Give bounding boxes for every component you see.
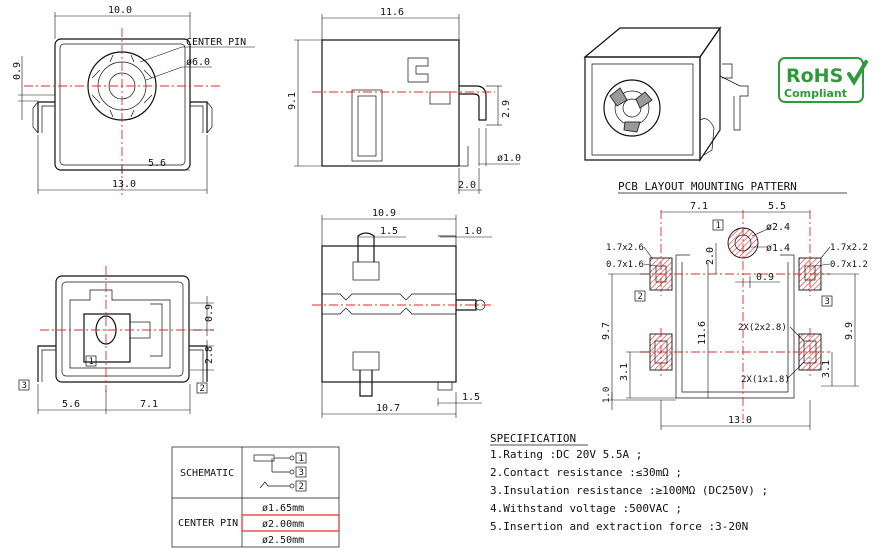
selected-option-highlight <box>241 514 340 532</box>
pcb-dim-9-7: 9.7 <box>601 322 612 340</box>
bottom-pin1: 1 <box>89 357 94 367</box>
pcb-dim-13-0: 13.0 <box>728 415 752 426</box>
top-view: 10.9 1.5 1.0 10.7 1.5 <box>312 208 492 418</box>
pcb-dim-l1: 1.7x2.6 <box>606 243 644 253</box>
pcb-dim-r2: 0.7x1.2 <box>830 260 868 270</box>
top-dim-length: 10.9 <box>372 208 396 219</box>
pcb-dim-2x-a: 2X(2x2.8) <box>738 323 787 333</box>
top-dim-base: 10.7 <box>376 403 400 414</box>
side-dim-pin-width: 2.0 <box>458 180 476 191</box>
front-dim-left: 0.9 <box>12 62 23 80</box>
schematic-pin2: 2 <box>299 482 304 492</box>
pcb-pin2: 2 <box>638 292 643 302</box>
pcb-dim-9-9: 9.9 <box>844 322 855 340</box>
spec-item-3: 3.Insulation resistance :≥100MΩ (DC250V)… <box>490 484 768 497</box>
pin-option-3: ø2.50mm <box>262 535 304 546</box>
pcb-dim-1-0: 1.0 <box>602 387 612 403</box>
top-dim-tab3: 1.5 <box>462 392 480 403</box>
pcb-dim-r1: 1.7x2.2 <box>830 243 868 253</box>
side-view: 11.6 9.1 2.9 ø1.0 2.0 <box>287 7 521 194</box>
bottom-dim-b: 2.8 <box>204 346 215 364</box>
bottom-dim-d: 7.1 <box>140 399 158 410</box>
front-dim-overall: 13.0 <box>112 179 136 190</box>
side-dim-pin-height: 2.9 <box>501 100 512 118</box>
specification: SPECIFICATION 1.Rating :DC 20V 5.5A ; 2.… <box>490 432 768 533</box>
pcb-dim-l2: 0.7x1.6 <box>606 260 644 270</box>
spec-item-1: 1.Rating :DC 20V 5.5A ; <box>490 448 642 461</box>
pcb-dim-7-1: 7.1 <box>690 201 708 212</box>
rohs-title: RoHS <box>786 65 843 87</box>
front-dim-pin-offset: 5.6 <box>148 158 166 169</box>
spec-item-2: 2.Contact resistance :≤30mΩ ; <box>490 466 682 479</box>
spec-item-4: 4.Withstand voltage :500VAC ; <box>490 502 682 515</box>
bottom-view: 1 3 2 0.9 2.8 5.6 7.1 <box>18 266 215 414</box>
pcb-dim-2-0: 2.0 <box>705 247 716 265</box>
pcb-dim-5-5: 5.5 <box>768 201 786 212</box>
rohs-badge: RoHS Compliant <box>778 57 868 103</box>
top-dim-tab2: 1.0 <box>464 226 482 237</box>
center-pin-label: CENTER PIN <box>186 37 246 48</box>
side-dim-height: 9.1 <box>287 92 298 110</box>
side-dim-pin-dia: ø1.0 <box>497 153 521 164</box>
pcb-dim-2x-b: 2X(1x1.8) <box>741 375 790 385</box>
pcb-dim-d24: ø2.4 <box>766 222 790 233</box>
pin-option-2: ø2.00mm <box>262 519 304 530</box>
pcb-dim-3-1a: 3.1 <box>619 363 630 381</box>
front-dim-diameter: ø6.0 <box>186 57 210 68</box>
pcb-pin1: 1 <box>716 221 721 231</box>
schematic-pin1: 1 <box>299 454 304 464</box>
pcb-pin3: 3 <box>825 297 830 307</box>
schematic-center-pin-label: CENTER PIN <box>178 518 238 529</box>
spec-item-5: 5.Insertion and extraction force :3-20N <box>490 520 748 533</box>
bottom-pin2: 2 <box>200 384 205 394</box>
pcb-dim-11-6: 11.6 <box>697 321 708 345</box>
pcb-dim-0-9: 0.9 <box>756 272 774 283</box>
schematic-label: SCHEMATIC <box>180 468 234 479</box>
schematic-table: SCHEMATIC CENTER PIN 1 3 2 ø1.65mm ø2.00… <box>171 446 340 548</box>
pcb-title: PCB LAYOUT MOUNTING PATTERN <box>618 180 797 193</box>
pcb-layout: PCB LAYOUT MOUNTING PATTERN 7.1 5.5 1 ø <box>601 180 868 430</box>
bottom-pin3: 3 <box>22 381 27 391</box>
pin-option-1: ø1.65mm <box>262 503 304 514</box>
iso-view <box>583 26 749 162</box>
front-view: 10.0 0.9 CENTER PIN ø6.0 5.6 13.0 <box>12 5 255 196</box>
front-dim-width: 10.0 <box>108 5 132 16</box>
bottom-dim-a: 0.9 <box>204 304 215 322</box>
rohs-subtitle: Compliant <box>784 87 847 100</box>
pcb-dim-d14: ø1.4 <box>766 243 790 254</box>
side-dim-length: 11.6 <box>380 7 404 18</box>
bottom-dim-c: 5.6 <box>62 399 80 410</box>
check-icon <box>847 60 868 86</box>
pcb-dim-3-1b: 3.1 <box>821 360 832 378</box>
schematic-pin3: 3 <box>299 468 304 478</box>
top-dim-tab: 1.5 <box>380 226 398 237</box>
spec-title: SPECIFICATION <box>490 432 576 445</box>
